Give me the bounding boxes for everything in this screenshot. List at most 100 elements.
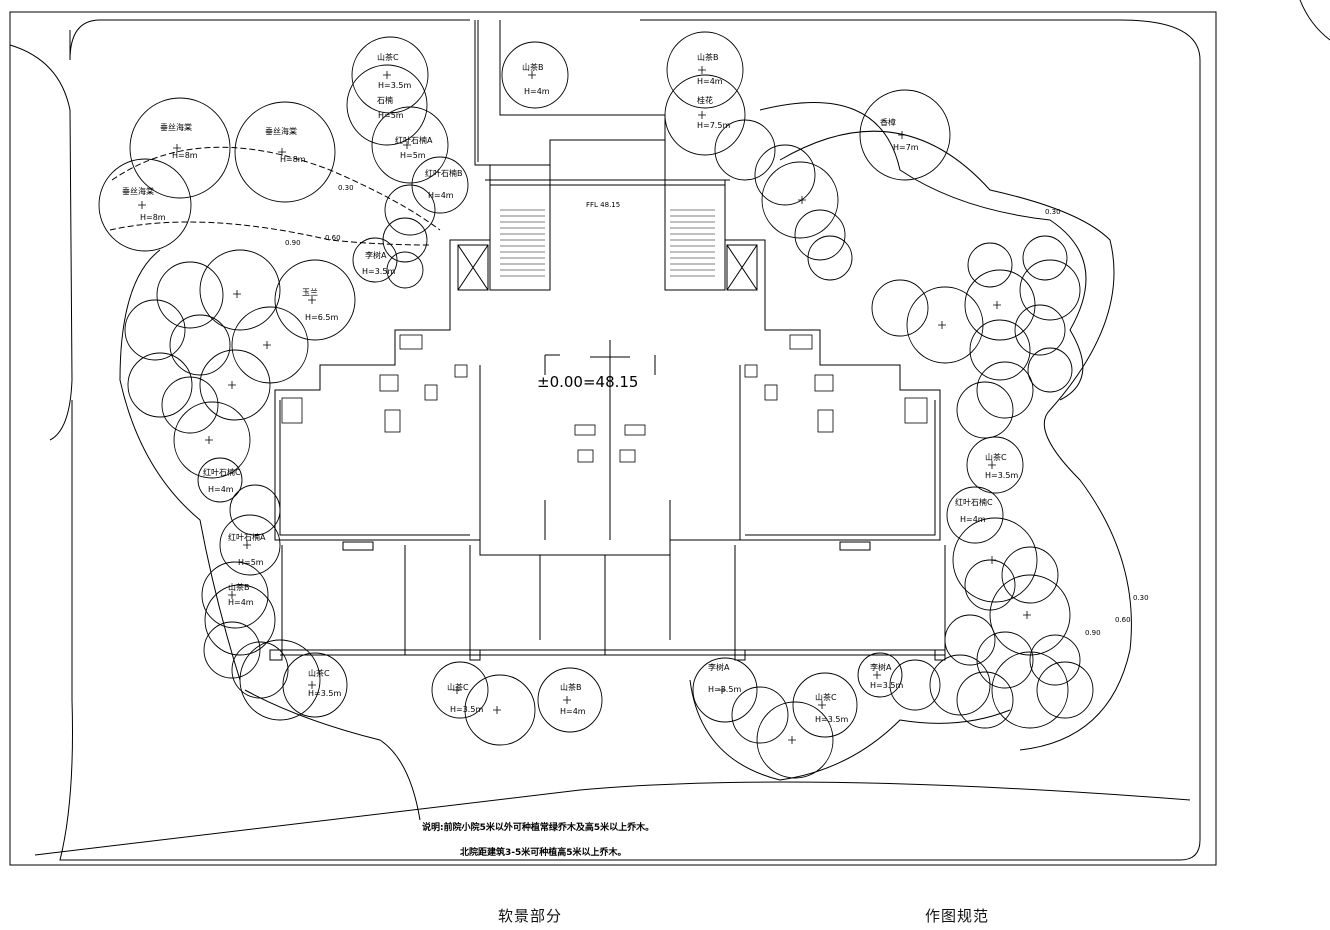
tree-canopy bbox=[889, 659, 941, 711]
tree-canopy bbox=[956, 671, 1014, 729]
tree-label-name: 山茶C bbox=[985, 452, 1007, 462]
tree-canopy bbox=[1027, 347, 1073, 393]
tree-canopy bbox=[666, 31, 744, 109]
tree-label-name: 李树A bbox=[708, 662, 730, 672]
tree-label-name: 垂丝海棠 bbox=[122, 186, 154, 196]
contour-line bbox=[119, 249, 241, 681]
tree-canopy bbox=[156, 261, 224, 329]
footer-label-right: 作图规范 bbox=[925, 907, 990, 925]
tree-canopy bbox=[964, 559, 1016, 611]
tree-label-height: H=4m bbox=[428, 191, 454, 200]
tree-label-height: H=4m bbox=[228, 598, 254, 607]
south-road-edge bbox=[34, 781, 1191, 856]
tree-canopy bbox=[714, 119, 776, 181]
tree-label-height: H=8m bbox=[280, 155, 306, 164]
contour-line bbox=[759, 102, 1087, 401]
sanitary-fixtures bbox=[281, 334, 928, 463]
tree-label-name: 红叶石楠C bbox=[955, 497, 993, 507]
tree-canopy bbox=[952, 517, 1038, 603]
tree-canopy bbox=[204, 584, 276, 656]
tree-canopy bbox=[201, 561, 269, 629]
tree-canopy bbox=[197, 457, 243, 503]
tree-label-name: 香樟 bbox=[880, 117, 896, 127]
tree-canopy bbox=[1019, 259, 1081, 321]
tree-canopy bbox=[199, 249, 281, 331]
tree-canopy bbox=[203, 621, 261, 679]
tree-label-name: 李树A bbox=[870, 662, 892, 672]
stair-block-right bbox=[664, 179, 726, 291]
contour-line bbox=[689, 679, 1011, 781]
tree-canopy bbox=[944, 614, 996, 666]
tree-label-name: 红叶石楠C bbox=[203, 467, 241, 477]
note-line-2: 北院距建筑3-5米可种植高5米以上乔木。 bbox=[460, 846, 627, 858]
tree-canopy bbox=[231, 641, 289, 699]
drawing-frame bbox=[9, 11, 1217, 866]
tree-canopy bbox=[239, 639, 321, 721]
tree-label-name: 山茶B bbox=[522, 62, 544, 72]
tree-label-height: H=5m bbox=[378, 111, 404, 120]
lobby-outline bbox=[485, 140, 730, 181]
tree-canopy bbox=[966, 436, 1024, 494]
tree-canopy bbox=[946, 486, 1004, 544]
building-outline bbox=[274, 184, 941, 556]
tree-label-name: 石楠 bbox=[377, 95, 393, 105]
podium-grid bbox=[280, 545, 946, 656]
contour-line bbox=[111, 146, 441, 231]
tree-canopy bbox=[219, 514, 281, 576]
tree-canopy bbox=[794, 209, 846, 261]
site-boundary bbox=[59, 19, 1201, 861]
tree-label-height: H=4m bbox=[208, 485, 234, 494]
tree-canopy bbox=[692, 657, 758, 723]
tree-canopy bbox=[199, 349, 271, 421]
tree-canopy bbox=[1001, 546, 1059, 604]
tree-label-height: H=3.5m bbox=[870, 681, 903, 690]
tree-label-height: H=4m bbox=[697, 77, 723, 86]
tree-canopy bbox=[98, 158, 192, 252]
tree-label-name: 垂丝海棠 bbox=[160, 122, 192, 132]
contour-value: 0.60 bbox=[1115, 616, 1131, 624]
tree-canopy bbox=[229, 484, 281, 536]
tree-canopy bbox=[857, 652, 903, 698]
elevator-right bbox=[726, 244, 758, 291]
tree-label-height: H=4m bbox=[960, 515, 986, 524]
tree-canopy bbox=[127, 352, 193, 418]
tree-canopy bbox=[501, 41, 569, 109]
tree-label-name: 山茶B bbox=[697, 52, 719, 62]
stair-block-left bbox=[489, 179, 551, 291]
level-mark: ±0.00=48.15 bbox=[537, 373, 638, 391]
tree-label-name: 山茶C bbox=[815, 692, 837, 702]
tree-centre-cross bbox=[138, 66, 1031, 744]
south-path bbox=[244, 689, 421, 821]
tree-canopy bbox=[129, 97, 231, 199]
tree-label-height: H=3.5m bbox=[815, 715, 848, 724]
tree-canopy bbox=[1036, 661, 1094, 719]
tree-canopy bbox=[792, 672, 858, 738]
stair-treads bbox=[500, 209, 715, 277]
tree-label-height: H=3.5m bbox=[308, 689, 341, 698]
contour-line bbox=[779, 130, 1132, 751]
tree-canopy bbox=[967, 242, 1013, 288]
tree-label-name: 桂花 bbox=[697, 95, 713, 105]
contour-value: 0.30 bbox=[1133, 594, 1149, 602]
tree-canopy bbox=[969, 319, 1031, 381]
tree-label-name: 红叶石楠A bbox=[228, 532, 266, 542]
tree-label-name: 山茶B bbox=[560, 682, 582, 692]
contour-line bbox=[109, 221, 431, 246]
elevator-left bbox=[457, 244, 489, 291]
tree-canopy bbox=[371, 106, 449, 184]
road-curve-top bbox=[9, 44, 73, 441]
level-crosshair bbox=[544, 340, 656, 400]
tree-label-name: 山茶B bbox=[228, 582, 250, 592]
tree-canopy bbox=[991, 651, 1069, 729]
tree-canopy bbox=[234, 101, 336, 203]
tree-canopy bbox=[384, 184, 436, 236]
tree-canopy bbox=[664, 74, 746, 156]
tree-label-height: H=4m bbox=[524, 87, 550, 96]
tree-canopy bbox=[956, 381, 1014, 439]
tree-canopy bbox=[976, 361, 1034, 419]
tree-label-height: H=7.5m bbox=[697, 121, 730, 130]
tree-labels: 山茶C H=3.5m 石楠 H=5m 山茶B H=4m 山茶B H=4m 桂花 … bbox=[122, 52, 1018, 724]
tree-label-height: H=3.5m bbox=[708, 685, 741, 694]
contour-labels: 0.30 0.90 0.60 0.30 0.30 0.60 0.90 bbox=[285, 184, 1149, 637]
